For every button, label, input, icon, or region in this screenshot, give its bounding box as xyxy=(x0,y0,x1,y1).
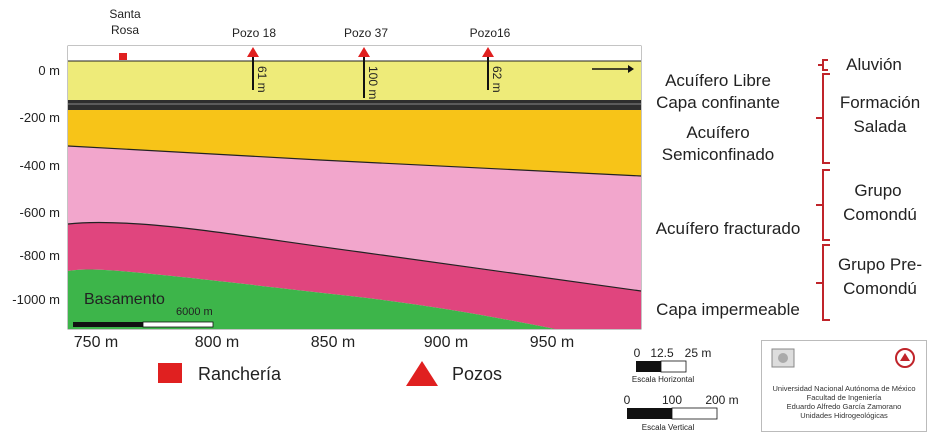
legend-rancheria-icon xyxy=(158,363,182,383)
layer-acuifero-fracturado xyxy=(68,146,641,291)
basamento-label: Basamento xyxy=(84,291,165,308)
x-tick-1: 800 m xyxy=(195,334,239,351)
legend: Ranchería Pozos xyxy=(158,361,502,386)
geologic-unit-labels: Aluvión Formación Salada Grupo Comondú G… xyxy=(838,55,922,298)
hscale-light xyxy=(660,360,687,373)
unit-grupo-pre-comondu-1: Grupo Pre- xyxy=(838,255,922,274)
layer-capa-impermeable xyxy=(68,222,641,329)
vscale-light xyxy=(671,407,718,420)
scale-vertical: 0 100 200 m Escala Vertical xyxy=(624,393,739,432)
x-tick-3: 900 m xyxy=(424,334,468,351)
geologic-brackets xyxy=(816,59,830,321)
hscale-tick-2: 25 m xyxy=(685,346,712,360)
bracket-grupo-comondu xyxy=(816,169,830,241)
unam-logo xyxy=(770,347,796,369)
well-16-depth: 62 m xyxy=(490,66,504,93)
scale-bar-label: 6000 m xyxy=(176,306,213,318)
layer-acuifero-semiconfinado xyxy=(68,110,641,176)
vscale-tick-0: 0 xyxy=(624,393,631,407)
unit-aluvion: Aluvión xyxy=(846,55,902,74)
unit-grupo-comondu-1: Grupo xyxy=(854,181,901,200)
label-acuifero-libre: Acuífero Libre xyxy=(665,71,771,90)
y-tick-2: -400 m xyxy=(20,158,60,173)
unam-crest-icon xyxy=(771,348,795,368)
cross-section-panel xyxy=(67,45,642,330)
vscale-label: Escala Vertical xyxy=(642,423,695,432)
credit-line-2: Facultad de Ingeniería xyxy=(806,393,882,402)
y-tick-5: -1000 m xyxy=(12,292,60,307)
santa-rosa-label-2: Rosa xyxy=(111,23,139,37)
unit-formacion-salada-2: Salada xyxy=(854,117,907,136)
bracket-formacion-salada xyxy=(816,73,830,164)
site-labels: Santa Rosa Pozo 18 Pozo 37 Pozo16 61 m 1… xyxy=(109,7,510,99)
layer-acuifero-libre xyxy=(68,61,641,100)
y-axis: 0 m -200 m -400 m -600 m -800 m -1000 m xyxy=(12,63,60,307)
x-tick-4: 950 m xyxy=(530,334,574,351)
y-tick-0: 0 m xyxy=(38,63,60,78)
hydro-unit-labels: Acuífero Libre Capa confinante Acuífero … xyxy=(656,71,801,319)
y-tick-4: -800 m xyxy=(20,248,60,263)
unit-formacion-salada-1: Formación xyxy=(840,93,920,112)
well-37-marker xyxy=(358,47,370,57)
scale-horizontal: 0 12.5 25 m Escala Horizontal xyxy=(632,346,711,384)
well-37-depth: 100 m xyxy=(366,66,380,99)
x-tick-0: 750 m xyxy=(74,334,118,351)
credits-box: Universidad Nacional Autónoma de México … xyxy=(761,340,927,432)
layer-basamento xyxy=(68,269,555,329)
credit-line-1: Universidad Nacional Autónoma de México xyxy=(772,384,916,393)
well-16-label: Pozo16 xyxy=(470,26,511,40)
well-18-label: Pozo 18 xyxy=(232,26,276,40)
legend-pozos-icon xyxy=(406,361,438,386)
label-semiconfinado-1: Acuífero xyxy=(686,123,749,142)
bracket-grupo-pre-comondu xyxy=(816,244,830,321)
vscale-tick-2: 200 m xyxy=(705,393,738,407)
hscale-tick-1: 12.5 xyxy=(650,346,674,360)
well-18-depth: 61 m xyxy=(255,66,269,93)
scale-bar-dark xyxy=(73,322,143,327)
hscale-label: Escala Horizontal xyxy=(632,375,694,384)
x-tick-2: 850 m xyxy=(311,334,355,351)
unit-grupo-pre-comondu-2: Comondú xyxy=(843,279,917,298)
label-capa-confinante: Capa confinante xyxy=(656,93,780,112)
bracket-aluvion xyxy=(818,59,828,71)
santa-rosa-label-1: Santa xyxy=(109,7,141,21)
legend-pozos-label: Pozos xyxy=(452,364,502,384)
label-acuifero-fracturado: Acuífero fracturado xyxy=(656,219,801,238)
well-16-marker xyxy=(482,47,494,57)
y-tick-1: -200 m xyxy=(20,110,60,125)
unit-grupo-comondu-2: Comondú xyxy=(843,205,917,224)
contact-line-1 xyxy=(67,145,642,177)
vscale-dark xyxy=(627,408,672,419)
label-semiconfinado-2: Semiconfinado xyxy=(662,145,774,164)
well-18-marker xyxy=(247,47,259,57)
legend-rancheria-label: Ranchería xyxy=(198,364,282,384)
flow-arrow-head xyxy=(628,65,634,73)
faculty-crest-icon xyxy=(895,348,915,368)
label-capa-impermeable: Capa impermeable xyxy=(656,300,800,319)
well-37-label: Pozo 37 xyxy=(344,26,388,40)
y-tick-3: -600 m xyxy=(20,205,60,220)
santa-rosa-marker xyxy=(119,53,127,60)
scale-bar-light xyxy=(142,321,214,328)
hscale-dark xyxy=(636,361,661,372)
credit-line-4: Unidades Hidrogeológicas xyxy=(800,411,888,420)
x-axis: 750 m 800 m 850 m 900 m 950 m xyxy=(74,334,574,351)
fi-logo xyxy=(892,347,918,369)
vscale-tick-1: 100 xyxy=(662,393,682,407)
contact-line-2 xyxy=(67,221,642,292)
hscale-tick-0: 0 xyxy=(634,346,641,360)
layer-capa-confinante xyxy=(68,100,641,110)
credit-line-3: Eduardo Alfredo García Zamorano xyxy=(786,402,902,411)
surface-strip xyxy=(68,46,641,61)
